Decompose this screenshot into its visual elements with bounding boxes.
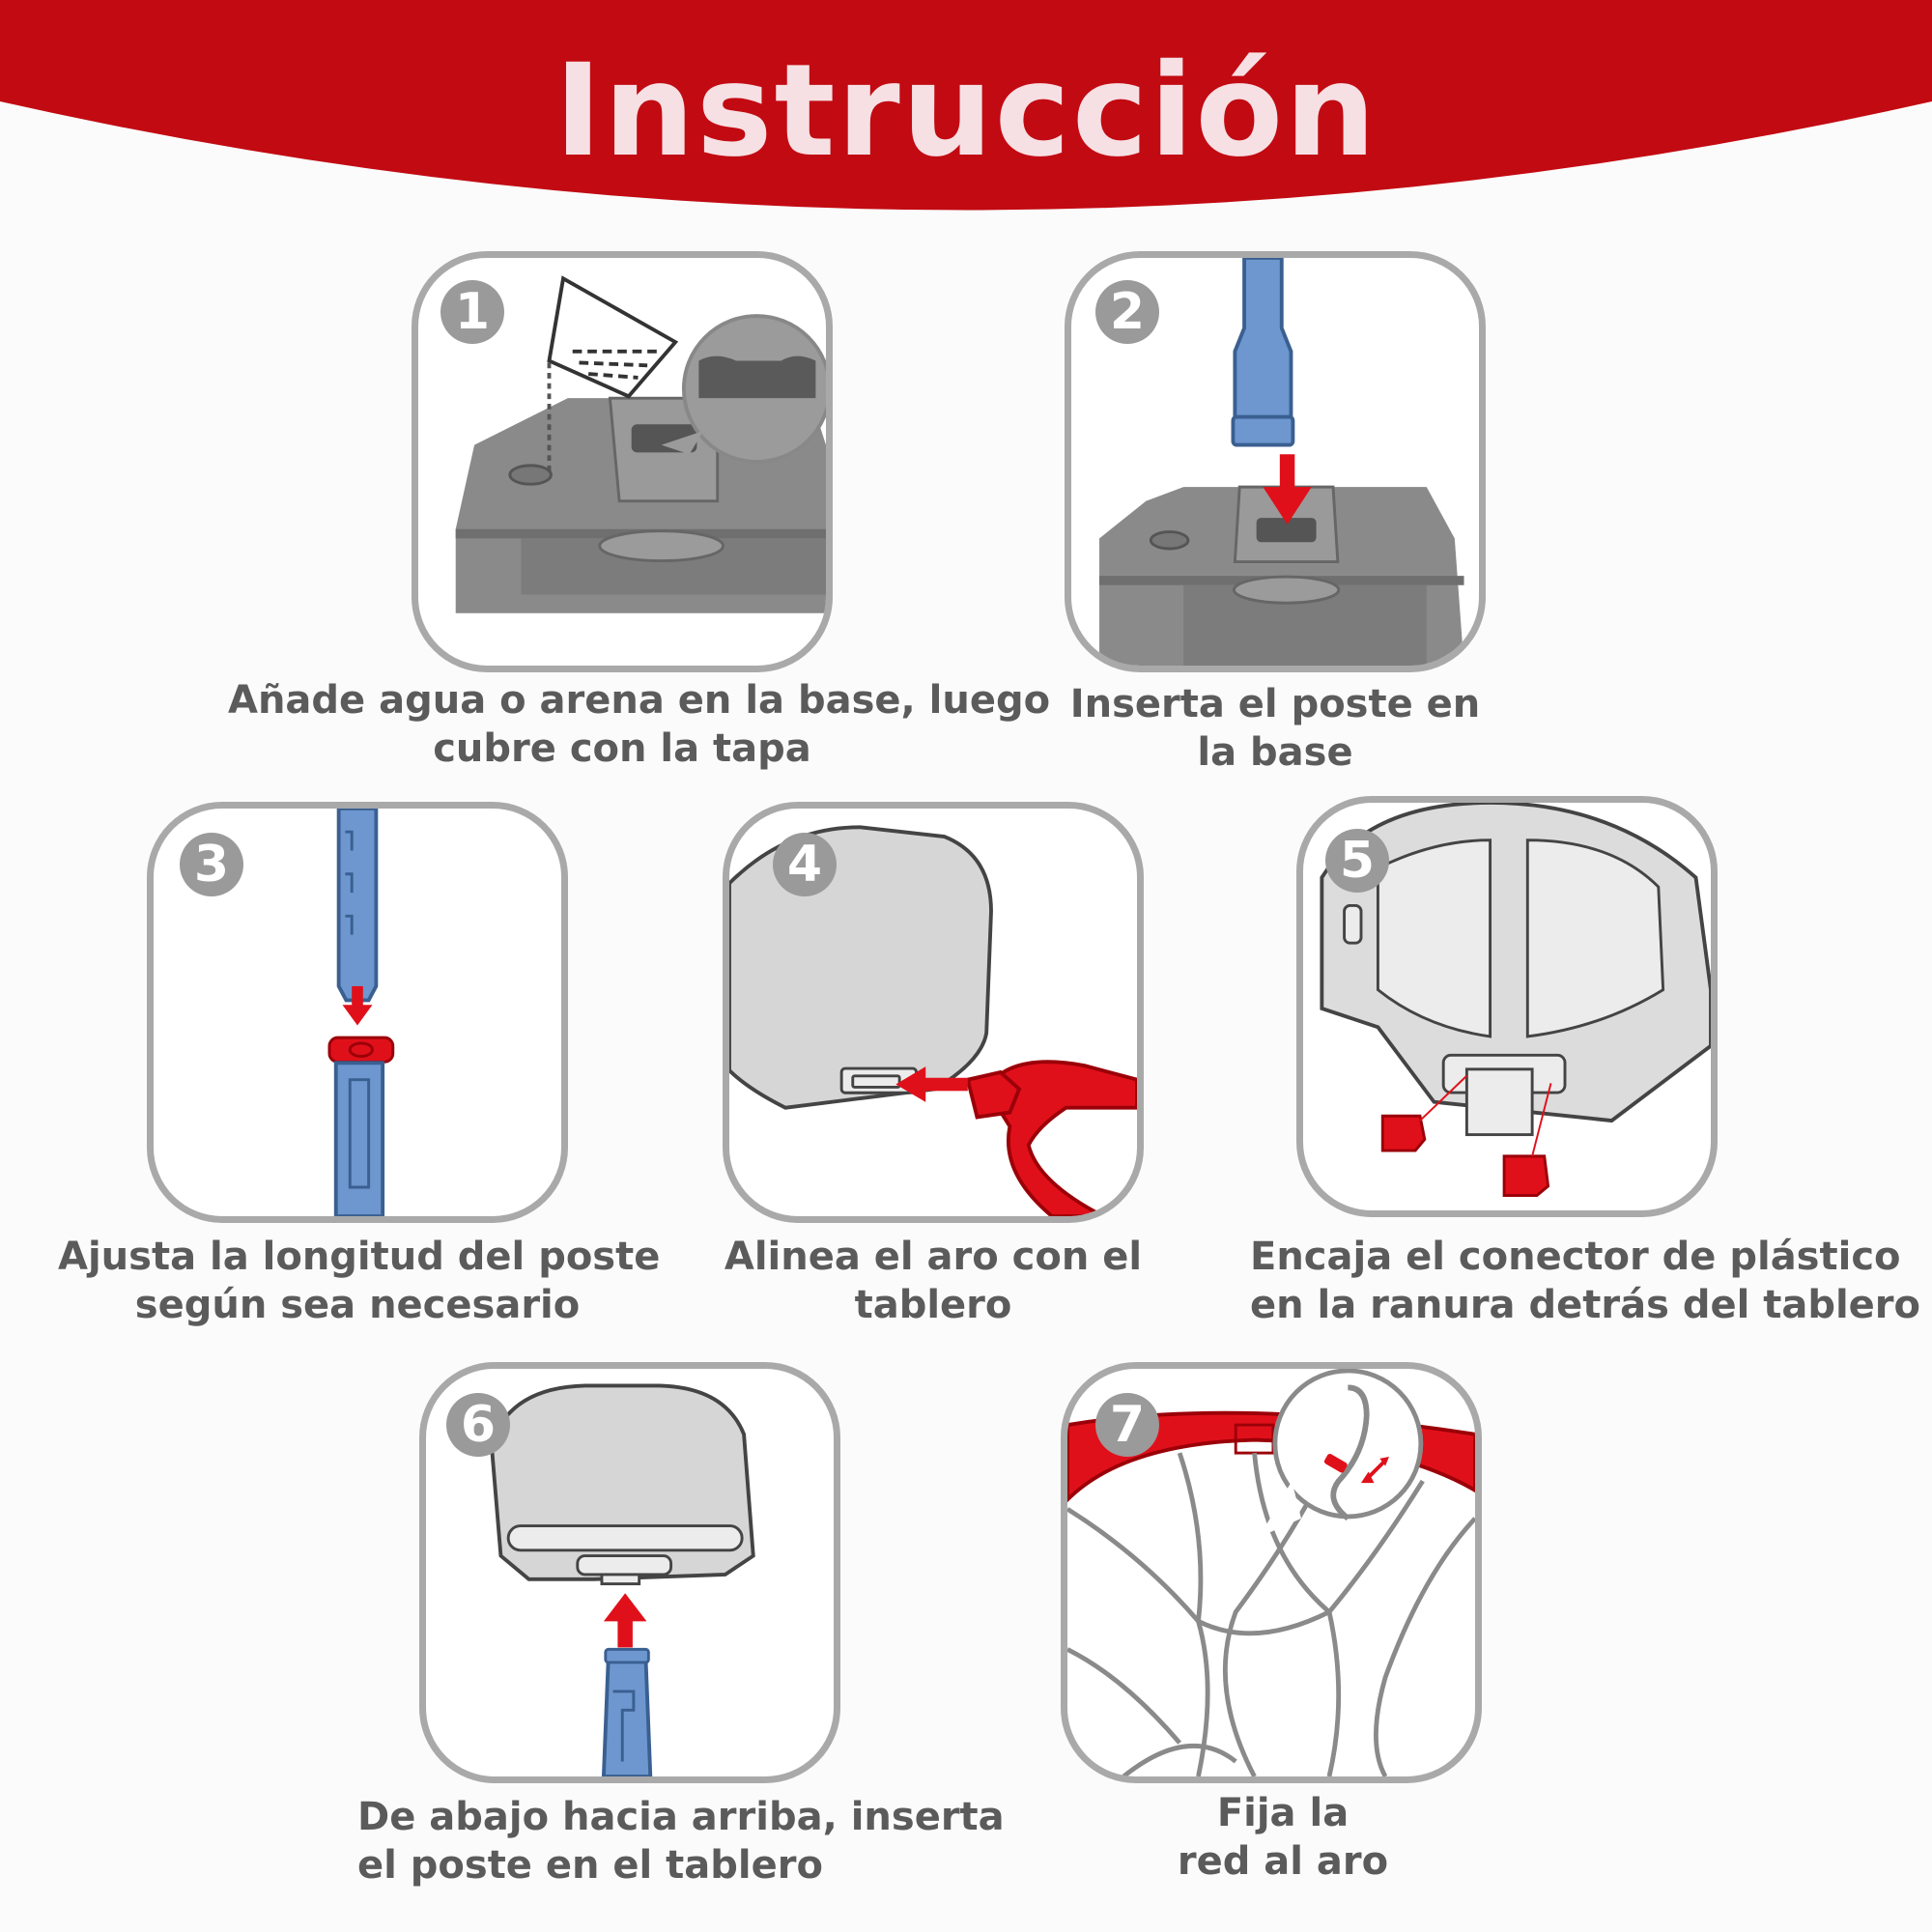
page-title: Instrucción [554, 37, 1378, 185]
plastic-connector-icon [1320, 803, 1711, 1197]
pole-into-backboard-icon [489, 1383, 755, 1776]
header-banner [0, 0, 1932, 211]
step-1-number: 1 [440, 280, 504, 344]
step-5-number: 5 [1325, 829, 1389, 893]
step-3-number: 3 [180, 833, 243, 896]
step-2-number: 2 [1095, 280, 1159, 344]
step-3-caption: Ajusta la longitud del poste según sea n… [58, 1235, 661, 1327]
step-1-card [412, 251, 833, 672]
step-6-caption: De abajo hacia arriba, inserta el poste … [357, 1795, 1005, 1888]
water-sand-base-icon [455, 275, 826, 613]
step-2-caption: Inserta el poste en la base [1069, 682, 1481, 775]
step-6-card [419, 1362, 840, 1783]
step-5-caption: Encaja el conector de plástico en la ran… [1250, 1235, 1921, 1327]
step-7-caption: Fija la red al aro [1177, 1791, 1389, 1884]
step-4-caption: Alinea el aro con el tablero [724, 1235, 1143, 1327]
pole-length-icon [327, 809, 395, 1216]
hoop-backboard-icon [729, 825, 1137, 1216]
step-4-number: 4 [773, 833, 837, 896]
step-1-caption: Añade agua o arena en la base, luego cub… [228, 678, 1051, 771]
step-7-number: 7 [1095, 1393, 1159, 1457]
pole-into-base-icon [1099, 258, 1464, 666]
step-6-number: 6 [446, 1393, 510, 1457]
step-2-card [1065, 251, 1486, 672]
net-to-hoop-icon [1067, 1369, 1475, 1776]
